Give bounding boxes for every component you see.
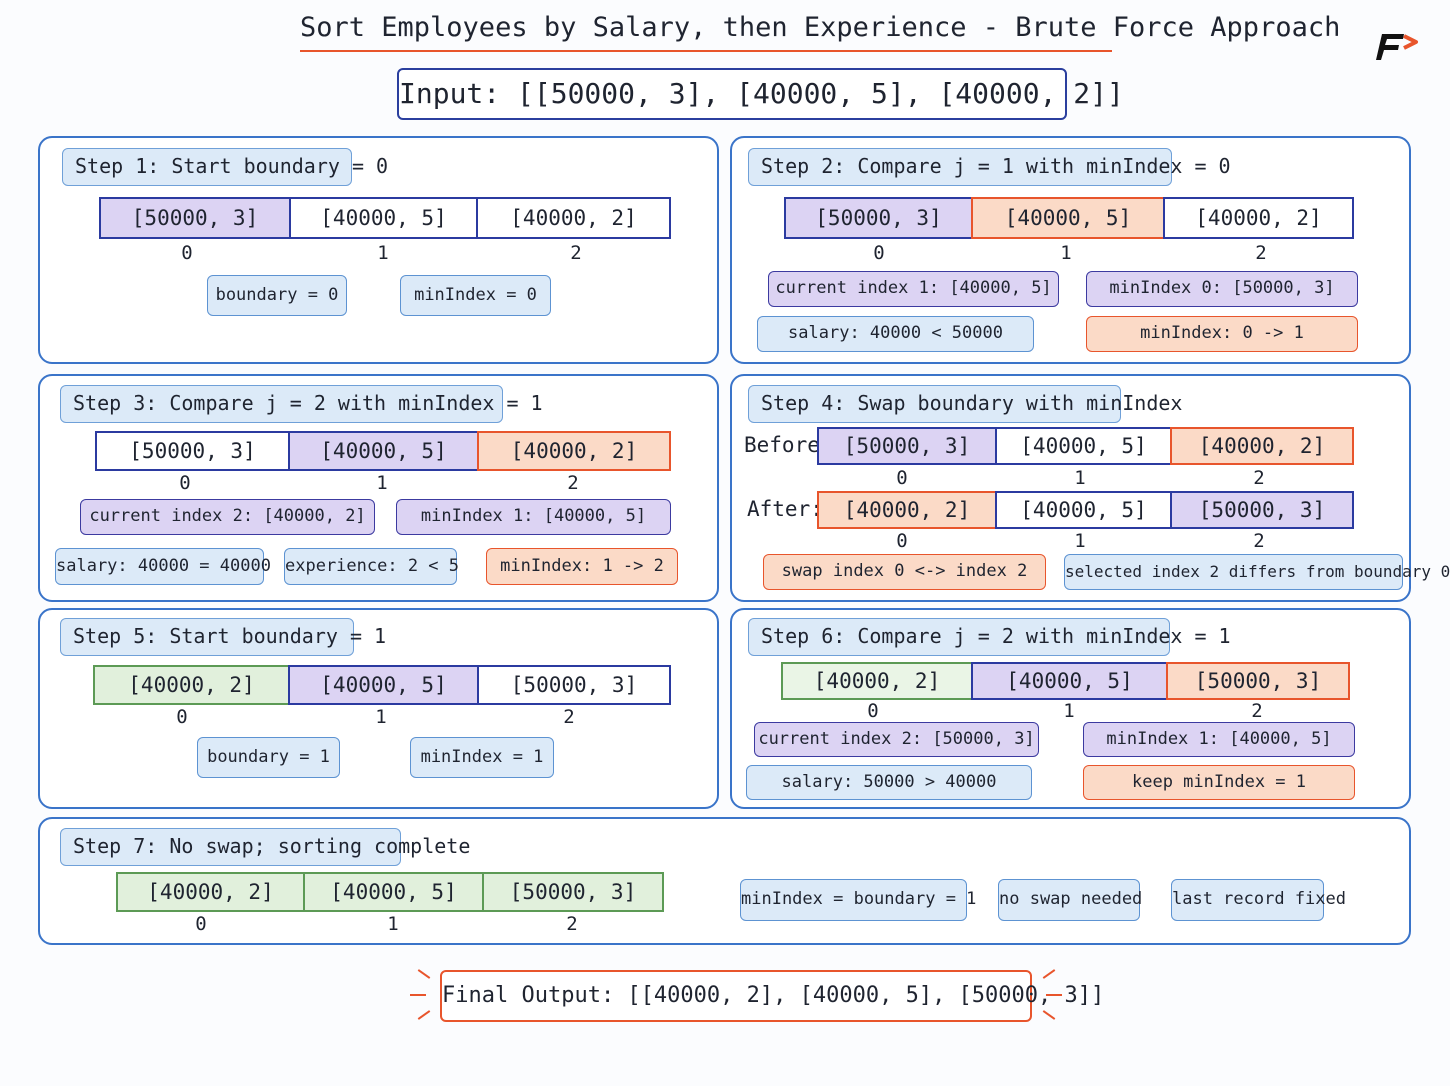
final-ray-left-bottom [417,1010,431,1020]
step4-differs-chip: selected index 2 differs from boundary 0 [1064,554,1450,590]
step7-lastfixed-chip: last record fixed [1171,879,1346,921]
step2-cell-2: [40000, 2] [1163,197,1354,239]
step2-cell-1: [40000, 5] [971,197,1165,239]
final-ray-right-bottom [1042,1010,1056,1020]
step6-cell-2: [50000, 3] [1166,662,1350,700]
step3-title: Step 3: Compare j = 2 with minIndex = 1 [60,385,543,423]
step5-cell-1: [40000, 5] [288,665,479,705]
step6-index-2: 2 [1251,700,1263,722]
step5-title: Step 5: Start boundary = 1 [60,618,386,656]
step1-index-2: 2 [570,242,582,264]
step7-minindex-chip: minIndex = boundary = 1 [740,879,976,921]
step7-cell-2: [50000, 3] [482,872,664,912]
step3-cell-0: [50000, 3] [95,431,290,471]
step4-swap-chip: swap index 0 <-> index 2 [763,554,1046,590]
final-ray-left-top [417,969,431,979]
step3-salary-chip: salary: 40000 = 40000 [55,548,271,585]
step5-boundary-chip: boundary = 1 [197,737,340,778]
step2-cell-0: [50000, 3] [784,197,973,239]
brand-logo-icon [1370,30,1418,64]
step4-before-index-0: 0 [896,467,908,489]
step3-experience-chip: experience: 2 < 5 [284,548,459,585]
step7-title: Step 7: No swap; sorting complete [60,828,470,866]
step7-cell-0: [40000, 2] [116,872,305,912]
step6-minindex-chip: minIndex 1: [40000, 5] [1083,722,1355,757]
step5-cell-0: [40000, 2] [93,665,290,705]
step7-index-1: 1 [387,913,399,935]
final-ray-left-mid [410,994,426,996]
step2-index-2: 2 [1255,242,1267,264]
step5-cell-2: [50000, 3] [477,665,671,705]
step2-title: Step 2: Compare j = 1 with minIndex = 0 [748,148,1231,186]
step1-index-0: 0 [181,242,193,264]
step1-cell-0: [50000, 3] [99,197,291,239]
step4-title: Step 4: Swap boundary with minIndex [748,385,1182,423]
step2-index-1: 1 [1060,242,1072,264]
step1-cell-2: [40000, 2] [476,197,671,239]
step4-after-cell-1: [40000, 5] [995,491,1172,529]
step1-minindex-chip: minIndex = 0 [400,275,551,316]
step4-before-cell-0: [50000, 3] [817,427,997,465]
step4-after-index-0: 0 [896,530,908,552]
step1-boundary-chip: boundary = 0 [207,275,347,316]
step1-index-1: 1 [377,242,389,264]
final-ray-right-top [1042,969,1056,979]
step3-update-chip: minIndex: 1 -> 2 [486,548,678,585]
step1-title: Step 1: Start boundary = 0 [62,148,388,186]
step3-current-chip: current index 2: [40000, 2] [80,499,375,535]
step4-before-cell-2: [40000, 2] [1170,427,1354,465]
step6-title: Step 6: Compare j = 2 with minIndex = 1 [748,618,1231,656]
step5-index-0: 0 [176,706,188,728]
step6-salary-chip: salary: 50000 > 40000 [746,765,1032,800]
step2-minindex-chip: minIndex 0: [50000, 3] [1086,271,1358,307]
step4-after-index-1: 1 [1074,530,1086,552]
step3-index-1: 1 [376,472,388,494]
step2-salary-chip: salary: 40000 < 50000 [757,316,1034,352]
step5-minindex-chip: minIndex = 1 [410,737,554,778]
step4-before-index-2: 2 [1253,467,1265,489]
step1-cell-1: [40000, 5] [289,197,478,239]
step6-index-1: 1 [1063,700,1075,722]
page-title: Sort Employees by Salary, then Experienc… [300,8,1340,52]
step4-after-index-2: 2 [1253,530,1265,552]
step7-cell-1: [40000, 5] [303,872,484,912]
step3-index-0: 0 [179,472,191,494]
step6-current-chip: current index 2: [50000, 3] [754,722,1039,757]
step4-after-cell-0: [40000, 2] [817,491,997,529]
step4-before-index-1: 1 [1074,467,1086,489]
step7-noswap-chip: no swap needed [998,879,1142,921]
step2-update-chip: minIndex: 0 -> 1 [1086,316,1358,352]
step5-index-1: 1 [375,706,387,728]
step4-after-label: After: [747,497,823,521]
step7-index-2: 2 [566,913,578,935]
step6-keep-chip: keep minIndex = 1 [1083,765,1355,800]
step6-cell-0: [40000, 2] [781,662,973,700]
step3-index-2: 2 [567,472,579,494]
step2-index-0: 0 [873,242,885,264]
step3-minindex-chip: minIndex 1: [40000, 5] [396,499,671,535]
step3-cell-2: [40000, 2] [477,431,671,471]
step7-index-0: 0 [195,913,207,935]
step4-before-cell-1: [40000, 5] [995,427,1172,465]
step6-cell-1: [40000, 5] [971,662,1168,700]
input-box: Input: [[50000, 3], [40000, 5], [40000, … [397,68,1124,120]
step6-index-0: 0 [867,700,879,722]
final-output-box: Final Output: [[40000, 2], [40000, 5], [… [440,970,1104,1022]
step2-current-chip: current index 1: [40000, 5] [768,271,1059,307]
step4-after-cell-2: [50000, 3] [1170,491,1354,529]
step3-cell-1: [40000, 5] [288,431,479,471]
final-ray-right-mid [1046,994,1062,996]
step5-index-2: 2 [563,706,575,728]
